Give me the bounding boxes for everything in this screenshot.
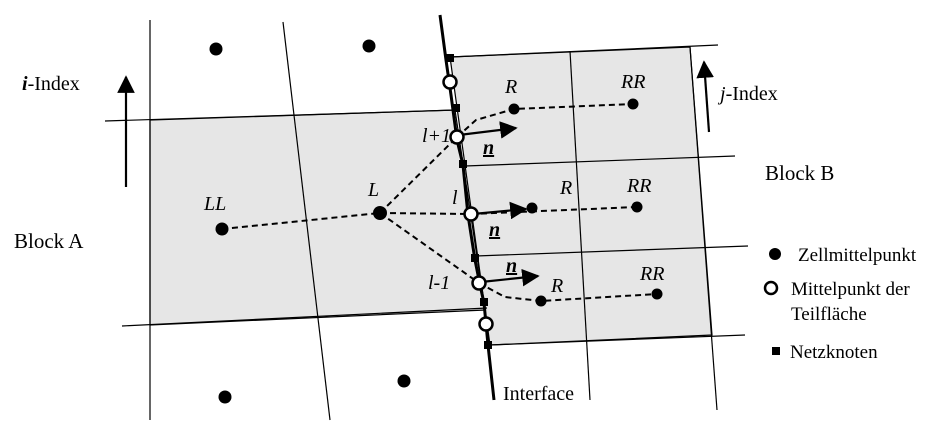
grid-node-square [452, 104, 460, 112]
legend-grid-node-icon [772, 347, 780, 355]
l-cell-label: L [367, 179, 379, 201]
cell-center-dot [651, 288, 663, 300]
legend-cell-center-label: Zellmittelpunkt [798, 245, 917, 266]
face-center-circle [463, 206, 479, 222]
legend-face-center-label-2: Teilfläche [791, 304, 867, 325]
legend-cell-center-icon [769, 248, 781, 260]
j-index-arrow [696, 60, 714, 133]
cell-centers [209, 39, 663, 404]
cell-center-dot [397, 374, 411, 388]
l-plus-1-label: l+1 [422, 125, 451, 147]
grid-node-square [471, 254, 479, 262]
cell-center-dot [362, 39, 376, 53]
grid-node-square [484, 341, 492, 349]
interface-label: Interface [503, 383, 574, 405]
face-center-circle [442, 74, 458, 90]
legend: Zellmittelpunkt Mittelpunkt der Teilfläc… [763, 245, 917, 363]
grid-node-square [480, 298, 488, 306]
block-b-grid [449, 44, 749, 411]
r-label-mid: R [559, 177, 572, 199]
block-a-label: Block A [14, 229, 84, 253]
cell-center-dot [218, 390, 232, 404]
i-index-label: i-Index [22, 73, 80, 95]
l-minus-1-label: l-1 [428, 272, 450, 294]
face-center-circle [449, 129, 465, 145]
r-label-top: R [504, 76, 517, 98]
r-label-bottom: R [550, 275, 563, 297]
cell-center-dot [215, 222, 229, 236]
normal-arrows [458, 121, 540, 287]
block-b-label: Block B [765, 161, 834, 185]
cell-center-dot [535, 295, 547, 307]
cell-center-dot [631, 201, 643, 213]
j-index-label: j-Index [717, 83, 778, 105]
cell-center-dot [373, 206, 387, 220]
normal-label-bottom: n [506, 255, 517, 277]
legend-grid-node-label: Netzknoten [790, 342, 878, 363]
rr-label-mid: RR [626, 175, 651, 197]
cell-center-dot [526, 202, 538, 214]
rr-label-top: RR [620, 71, 645, 93]
grid-nodes [446, 54, 492, 349]
cell-center-dot [627, 98, 639, 110]
grid-node-square [446, 54, 454, 62]
ll-label: LL [203, 193, 226, 215]
face-centers [442, 74, 494, 332]
cell-center-dot [508, 103, 520, 115]
dashed-connections [221, 103, 658, 303]
grid-node-square [459, 160, 467, 168]
face-center-circle [471, 275, 487, 291]
block-b-shaded-cells [449, 46, 713, 346]
legend-face-center-label-1: Mittelpunkt der [791, 279, 910, 300]
rr-label-bottom: RR [639, 263, 664, 285]
l-face-label: l [452, 187, 458, 209]
legend-face-center-icon [763, 280, 779, 296]
normal-label-mid: n [489, 219, 500, 241]
normal-label-top: n [483, 137, 494, 159]
cell-center-dot [209, 42, 223, 56]
face-center-circle [478, 316, 494, 332]
